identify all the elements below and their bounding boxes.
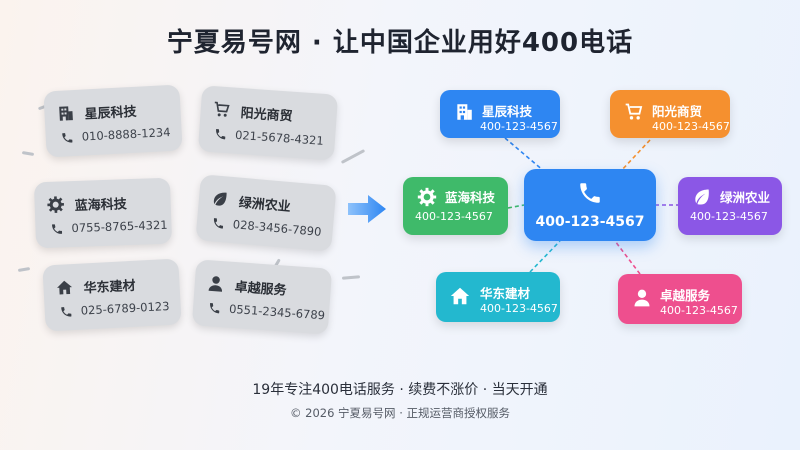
new-number-card-huadong: 华东建材 400-123-4567 — [436, 272, 560, 322]
company-400-phone: 400-123-4567 — [690, 210, 768, 223]
old-number-card-zhuoyue: 卓越服务 0551-2345-6789 — [191, 259, 333, 335]
person-icon — [206, 274, 225, 293]
connector-line — [504, 137, 546, 173]
company-400-phone: 400-123-4567 — [480, 120, 558, 133]
connector-line — [507, 204, 525, 209]
phone-icon — [213, 126, 228, 141]
new-number-card-yangguang: 阳光商贸 400-123-4567 — [610, 90, 730, 138]
company-name: 绿洲农业 — [720, 190, 771, 205]
leaf-icon — [210, 189, 230, 209]
old-number-card-huadong: 华东建材 025-6789-0123 — [42, 258, 182, 332]
hub-phone: 400-123-4567 — [535, 214, 645, 230]
cart-icon — [622, 100, 646, 124]
leaf-icon — [690, 185, 714, 209]
new-number-card-zhuoyue: 卓越服务 400-123-4567 — [618, 274, 742, 324]
hub-400-number-card: 400-123-4567 — [524, 169, 656, 241]
page-title: 宁夏易号网 · 让中国企业用好400电话 — [166, 28, 634, 58]
new-number-card-xingchen: 星辰科技 400-123-4567 — [440, 90, 560, 138]
gear-icon — [46, 195, 65, 214]
company-400-phone: 400-123-4567 — [415, 210, 493, 223]
phone-icon — [210, 215, 225, 230]
house-icon — [55, 278, 74, 297]
connector-line — [619, 139, 651, 173]
new-number-card-lanhai: 蓝海科技 400-123-4567 — [403, 177, 508, 235]
cart-icon — [212, 100, 231, 119]
company-name: 星辰科技 — [482, 104, 533, 119]
company-400-phone: 400-123-4567 — [652, 120, 730, 133]
old-number-card-xingchen: 星辰科技 010-8888-1234 — [43, 84, 183, 158]
phone-icon — [58, 304, 73, 319]
company-400-phone: 400-123-4567 — [660, 304, 738, 317]
building-icon — [56, 104, 75, 123]
phone-icon — [59, 130, 74, 145]
phone-icon — [49, 221, 63, 235]
connector-line — [614, 240, 641, 275]
copyright: © 2026 宁夏易号网 · 正规运营商授权服务 — [289, 406, 511, 420]
person-icon — [630, 286, 654, 310]
building-icon — [452, 100, 476, 124]
new-number-card-lvzhou: 绿洲农业 400-123-4567 — [678, 177, 782, 235]
old-number-card-lvzhou: 绿洲农业 028-3456-7890 — [195, 174, 337, 252]
phone-icon — [207, 300, 222, 315]
arrow-right-icon — [346, 192, 388, 230]
slogan: 19年专注400电话服务 · 续费不涨价 · 当天开通 — [252, 382, 548, 398]
company-400-phone: 400-123-4567 — [480, 302, 558, 315]
house-icon — [448, 284, 472, 308]
old-number-card-yangguang: 阳光商贸 021-5678-4321 — [197, 85, 339, 161]
company-name: 阳光商贸 — [652, 104, 703, 119]
company-name: 华东建材 — [480, 286, 531, 301]
gear-icon — [415, 185, 439, 209]
company-name: 卓越服务 — [660, 288, 711, 303]
company-name: 蓝海科技 — [445, 190, 496, 205]
phone-icon — [576, 179, 604, 207]
old-number-card-lanhai: 蓝海科技 0755-8765-4321 — [33, 177, 173, 249]
connector-line — [529, 240, 561, 273]
